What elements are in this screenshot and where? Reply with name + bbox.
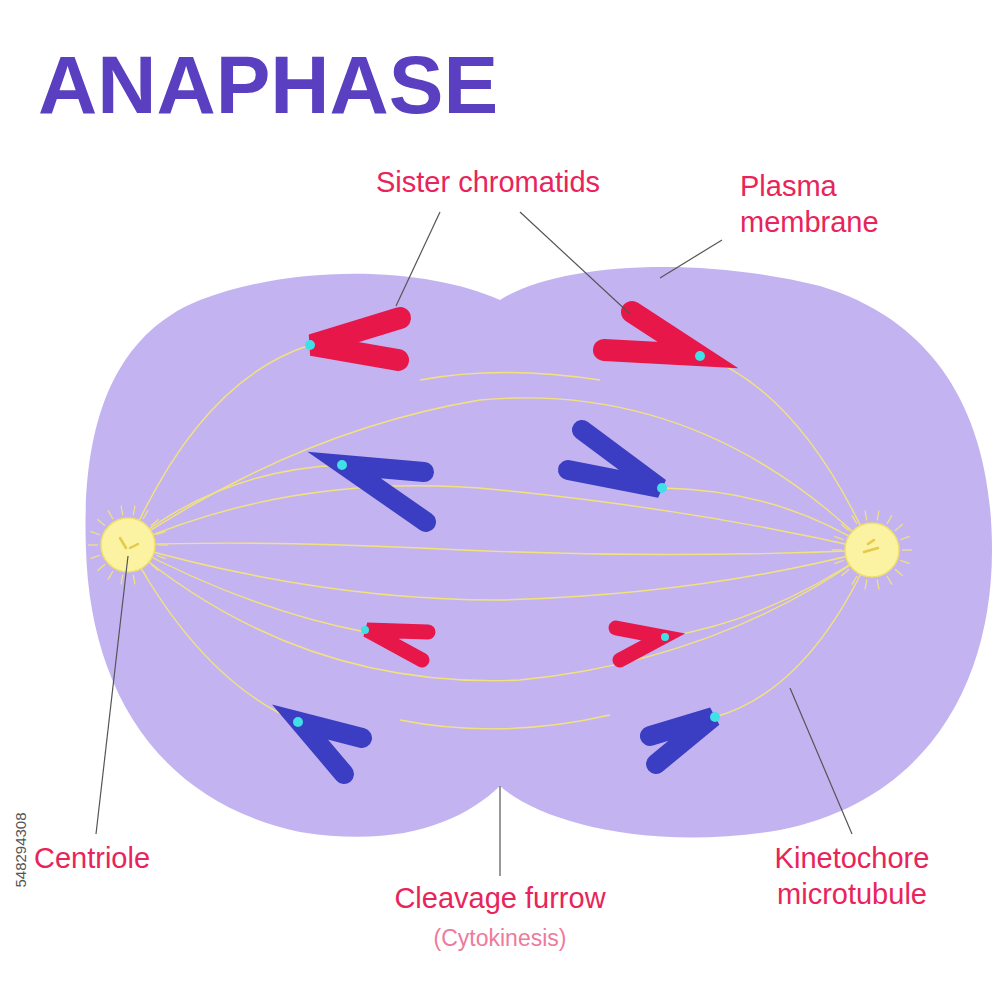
aster-ray [900, 536, 909, 539]
blue-chromatid [300, 430, 713, 774]
aster-ray [108, 571, 113, 580]
cell-body [85, 267, 992, 838]
red-chromatid [312, 312, 698, 360]
spindle-fibers [128, 345, 872, 729]
aster-ray [887, 576, 892, 585]
aster-ray [895, 524, 903, 530]
aster-ray [841, 524, 849, 530]
aster-ray [156, 555, 165, 558]
aster-ray [841, 569, 849, 575]
aster-ray [143, 510, 148, 519]
aster-ray [895, 569, 903, 575]
leader-lines [96, 212, 852, 876]
aster-ray [834, 560, 843, 563]
aster-rays [88, 506, 912, 590]
aster-ray [121, 575, 123, 585]
aster-ray [97, 564, 105, 570]
aster-ray [887, 515, 892, 524]
red-chromatid-small [367, 628, 663, 660]
aster-ray [97, 519, 105, 525]
aster-ray [88, 544, 98, 545]
centriole [101, 518, 899, 577]
watermark: 548294308 [12, 812, 29, 887]
part-label: Kinetochore microtubule [737, 840, 967, 913]
aster-ray [852, 515, 857, 524]
aster-ray [90, 531, 99, 534]
aster-ray [151, 519, 159, 525]
aster-ray [877, 511, 879, 521]
part-label: Cleavage furrow [394, 882, 605, 915]
part-label: Sister chromatids [376, 166, 600, 199]
aster-ray [865, 580, 867, 590]
aster-ray [852, 576, 857, 585]
aster-ray [108, 510, 113, 519]
aster-ray [900, 560, 909, 563]
aster-ray [877, 580, 879, 590]
aster-ray [156, 531, 165, 534]
aster-ray [133, 575, 135, 585]
part-note: (Cytokinesis) [434, 925, 567, 952]
aster-ray [121, 506, 123, 516]
aster-ray [832, 549, 842, 550]
aster-ray [133, 506, 135, 516]
chromosomes [293, 312, 720, 774]
aster-ray [151, 564, 159, 570]
aster-ray [902, 549, 912, 550]
aster-ray [90, 555, 99, 558]
kinetochore [293, 340, 720, 727]
aster-ray [143, 571, 148, 580]
part-label: Plasma membrane [740, 168, 915, 241]
diagram-title: ANAPHASE [38, 40, 498, 130]
aster-ray [158, 544, 168, 545]
aster-ray [834, 536, 843, 539]
part-label: Centriole [34, 842, 150, 875]
aster-ray [865, 511, 867, 521]
